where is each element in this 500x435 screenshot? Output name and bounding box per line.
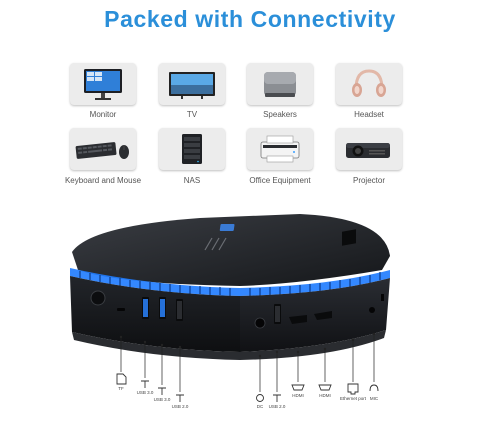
mini-pc-illustration <box>0 200 500 435</box>
device-label-projector: Projector <box>352 176 385 185</box>
port-label-usb3-a: USB 3.0 <box>136 390 154 395</box>
headset-tile <box>336 63 402 105</box>
port-label-tf: TF <box>118 386 124 391</box>
mini-pc-icon <box>70 214 390 402</box>
monitor-icon <box>84 69 122 100</box>
tv-icon <box>169 72 215 99</box>
speakers-tile <box>247 63 313 105</box>
device-label-office-equipment: Office Equipment <box>249 176 311 185</box>
printer-icon <box>260 135 300 163</box>
port-label-hdmi-b: HDMI <box>319 393 331 398</box>
headset-icon <box>352 69 386 97</box>
device-label-tv: TV <box>186 110 198 119</box>
device-label-headset: Headset <box>354 110 384 119</box>
page-title: Packed with Connectivity <box>104 6 396 32</box>
device-label-nas: NAS <box>183 176 201 185</box>
port-label-usb2-a: USB 2.0 <box>171 404 189 409</box>
office-equipment-tile <box>247 128 313 170</box>
projector-icon <box>346 143 390 158</box>
port-label-usb2-b: USB 2.0 <box>268 404 286 409</box>
keyboard-mouse-icon <box>75 142 129 159</box>
port-label-dc: DC <box>256 404 264 409</box>
device-label-speakers: Speakers <box>263 110 297 119</box>
monitor-tile <box>70 63 136 105</box>
port-label-usb3-b: USB 3.0 <box>153 397 171 402</box>
port-label-mic: MIC <box>369 396 379 401</box>
keyboard-mouse-tile <box>70 128 136 170</box>
device-label-keyboard-mouse: Keyboard and Mouse <box>64 176 142 185</box>
nas-icon <box>182 134 202 164</box>
port-label-hdmi-a: HDMI <box>292 393 304 398</box>
device-label-monitor: Monitor <box>89 110 117 119</box>
tv-tile <box>159 63 225 105</box>
projector-tile <box>336 128 402 170</box>
port-label-ethernet: Ethernet port <box>339 396 366 401</box>
speaker-icon <box>264 72 296 97</box>
nas-tile <box>159 128 225 170</box>
